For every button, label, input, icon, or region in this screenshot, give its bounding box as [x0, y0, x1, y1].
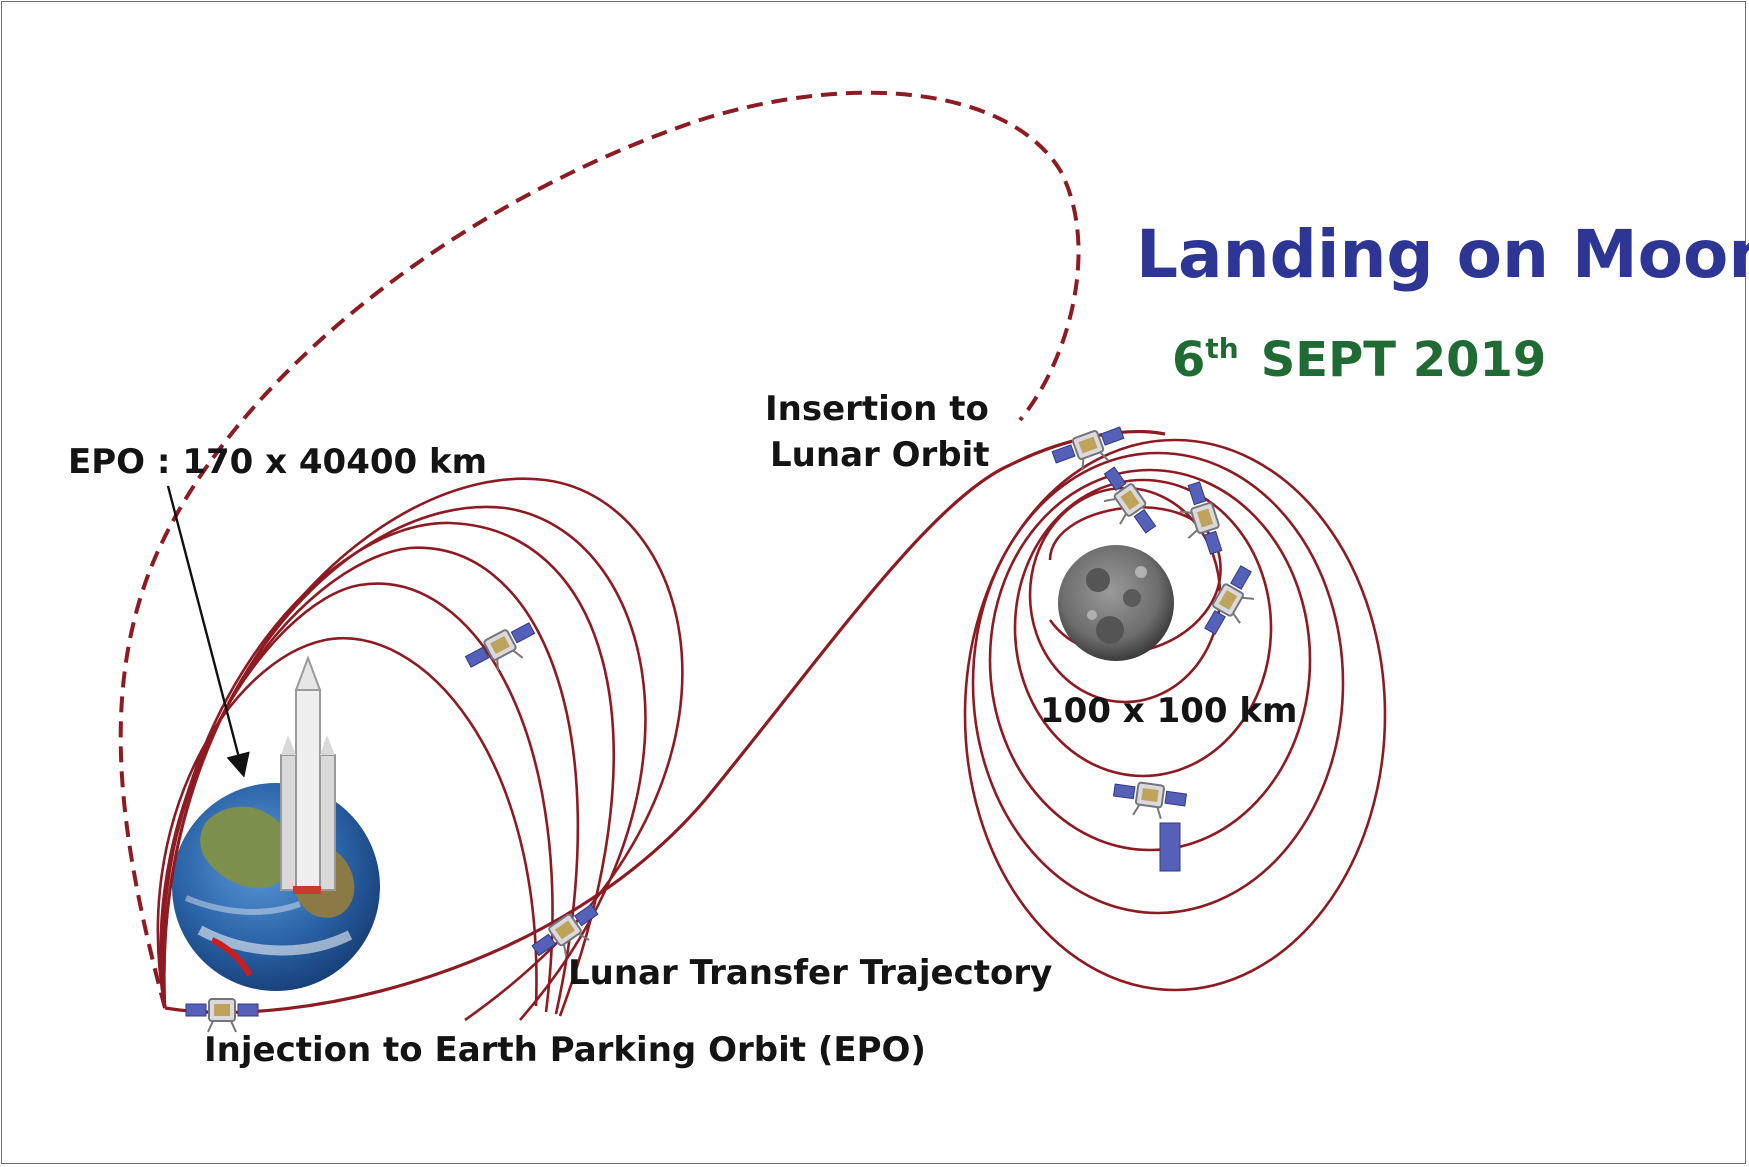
lunar-transfer-label: Lunar Transfer Trajectory — [568, 953, 1053, 993]
lunar-orbit-size-label: 100 x 100 km — [1040, 691, 1298, 731]
landing-title: Landing on Moon — [1136, 216, 1749, 293]
moon-icon — [1058, 545, 1174, 661]
earth-orbits — [156, 477, 684, 1022]
spacecraft-icon — [1090, 463, 1161, 544]
earth-icon — [172, 783, 380, 991]
lunar-transfer-trajectory — [164, 430, 1166, 1014]
spacecraft-icon — [1110, 778, 1189, 823]
insertion-label-line1: Insertion to — [765, 389, 989, 429]
spacecraft-icon — [462, 617, 544, 683]
injection-label: Injection to Earth Parking Orbit (EPO) — [204, 1030, 926, 1070]
rocket-icon — [280, 655, 336, 894]
date-day: 6 — [1172, 332, 1206, 388]
insertion-label-line2: Lunar Orbit — [770, 435, 990, 475]
spacecraft-icon — [185, 998, 259, 1033]
epo-dashed-orbit — [118, 90, 1081, 1009]
landing-date: 6th SEPT 2019 — [1172, 332, 1546, 385]
date-rest: SEPT 2019 — [1260, 332, 1547, 388]
date-suffix: th — [1205, 332, 1239, 365]
solar-panel — [1159, 822, 1181, 872]
spacecraft-icon — [1171, 479, 1228, 561]
injection-arc — [210, 937, 253, 977]
epo-label: EPO : 170 x 40400 km — [68, 442, 488, 482]
arrow-icon — [166, 485, 250, 778]
